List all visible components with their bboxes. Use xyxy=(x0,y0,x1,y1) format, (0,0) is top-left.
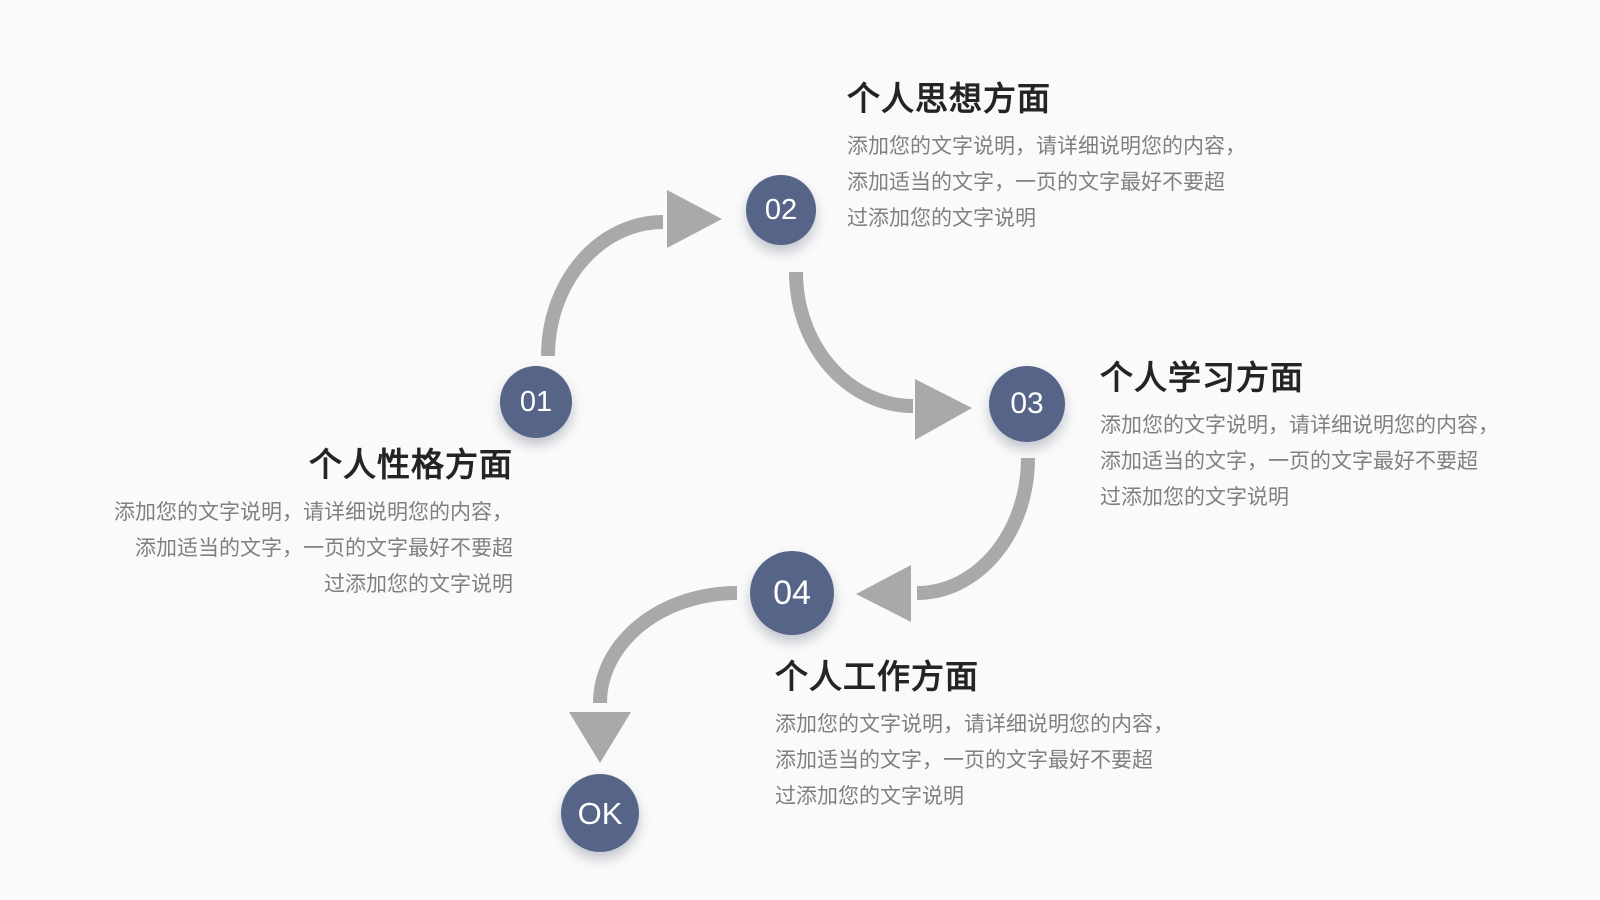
arrow-01-to-02 xyxy=(541,190,722,357)
step-node-label: 01 xyxy=(519,385,553,418)
arrowhead-left-icon xyxy=(856,565,911,622)
arrow-03-to-04 xyxy=(856,457,1035,622)
step-node-label: 04 xyxy=(773,574,811,612)
section-body-line: 添加您的文字说明，请详细说明您的内容， xyxy=(775,713,1174,736)
arrowhead-right-icon xyxy=(915,379,972,440)
section-title: 个人思想方面 xyxy=(847,80,1051,117)
section-body-line: 过添加您的文字说明 xyxy=(847,207,1036,230)
arrow-04-to-ok xyxy=(569,586,738,763)
section-03-study: 个人学习方面 添加您的文字说明，请详细说明您的内容， 添加适当的文字，一页的文字… xyxy=(1100,355,1499,516)
step-node-01: 01 xyxy=(500,366,572,438)
section-01-personality: 个人性格方面 添加您的文字说明，请详细说明您的内容， 添加适当的文字，一页的文字… xyxy=(114,442,513,603)
section-04-work: 个人工作方面 添加您的文字说明，请详细说明您的内容， 添加适当的文字，一页的文字… xyxy=(775,654,1174,815)
section-body-line: 添加您的文字说明，请详细说明您的内容， xyxy=(1100,414,1499,437)
section-title: 个人学习方面 xyxy=(1100,359,1304,396)
arrowhead-right-icon xyxy=(667,190,722,248)
step-node-label: 03 xyxy=(1010,387,1044,420)
arrow-curve xyxy=(541,215,664,357)
section-body-line: 添加适当的文字，一页的文字最好不要超 xyxy=(847,171,1225,194)
section-body-line: 添加您的文字说明，请详细说明您的内容， xyxy=(114,501,513,524)
step-node-03: 03 xyxy=(989,366,1065,442)
arrowhead-down-icon xyxy=(569,712,631,763)
arrow-curve xyxy=(593,586,738,704)
section-body-line: 添加适当的文字，一页的文字最好不要超 xyxy=(1100,450,1478,473)
step-node-label: OK xyxy=(577,795,623,831)
section-body-line: 过添加您的文字说明 xyxy=(1100,486,1289,509)
arrow-curve xyxy=(916,457,1035,600)
step-node-ok: OK xyxy=(561,774,639,852)
section-02-thought: 个人思想方面 添加您的文字说明，请详细说明您的内容， 添加适当的文字，一页的文字… xyxy=(847,76,1246,237)
arrow-02-to-03 xyxy=(789,271,972,440)
section-body-line: 添加您的文字说明，请详细说明您的内容， xyxy=(847,135,1246,158)
section-title: 个人工作方面 xyxy=(775,658,979,695)
section-body-line: 添加适当的文字，一页的文字最好不要超 xyxy=(775,749,1153,772)
section-body-line: 过添加您的文字说明 xyxy=(775,785,964,808)
step-node-02: 02 xyxy=(746,175,816,245)
step-node-04: 04 xyxy=(750,551,834,635)
arrow-curve xyxy=(789,271,914,413)
section-body-line: 添加适当的文字，一页的文字最好不要超 xyxy=(135,537,513,560)
step-node-label: 02 xyxy=(764,193,798,226)
section-title: 个人性格方面 xyxy=(309,446,513,483)
section-body-line: 过添加您的文字说明 xyxy=(324,573,513,596)
